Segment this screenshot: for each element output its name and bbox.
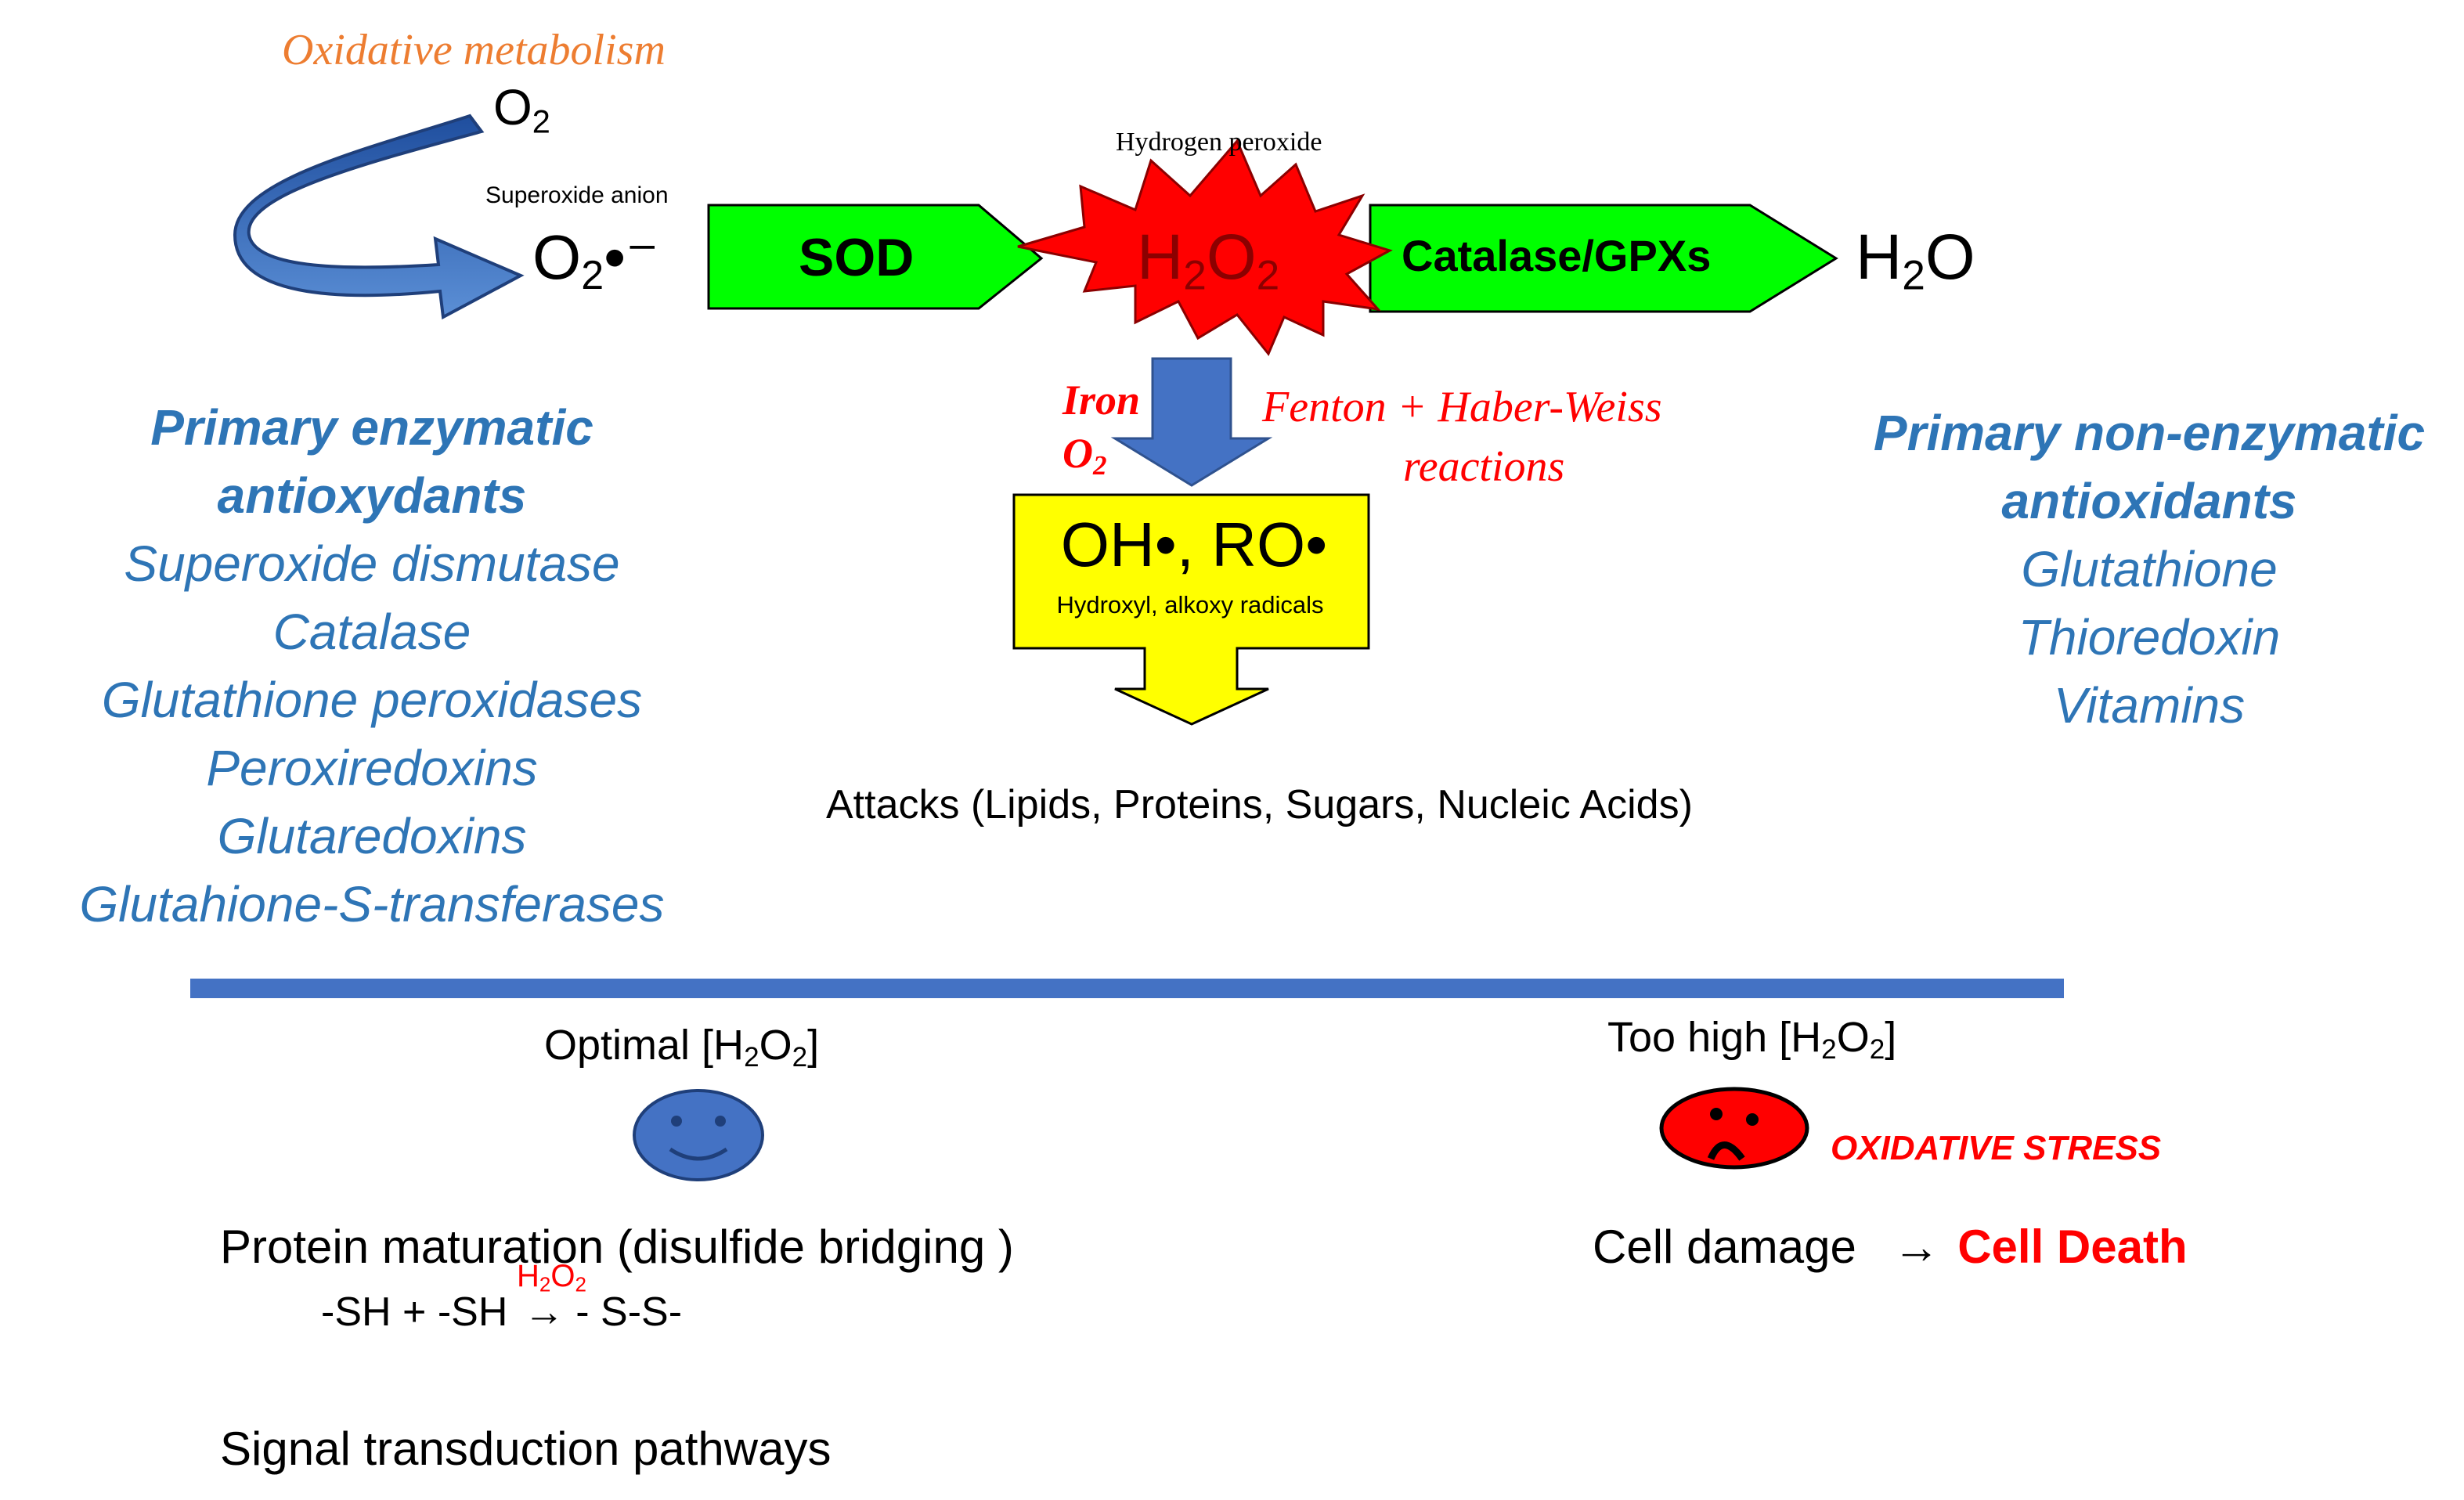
catalase-arrow-shape — [1369, 204, 1838, 313]
sod-arrow-shape — [707, 204, 1044, 310]
sad-face-icon — [1659, 1087, 1809, 1170]
list-item: Peroxiredoxins — [206, 740, 538, 796]
fenton-line2: reactions — [1403, 442, 1565, 491]
too-high-h2o2-label: Too high [H2O2] — [1607, 1014, 1897, 1065]
radicals-label: OH•, RO• — [1060, 510, 1328, 579]
h2o2-label: H2O2 — [1137, 222, 1280, 299]
o2-cofactor-label: O2 — [1062, 430, 1107, 481]
catalase-gpxs-label: Catalase/GPXs — [1402, 231, 1712, 280]
non-enzymatic-antioxidants-panel: Primary non-enzymatic antioxidants Gluta… — [1816, 399, 2464, 740]
cell-death-label: Cell Death — [1957, 1221, 2188, 1273]
h2o2-star-shape — [1017, 139, 1393, 356]
fenton-line1: Fenton + Haber-Weiss — [1262, 383, 1662, 431]
radicals-caption: Hydroxyl, alkoxy radicals — [1056, 591, 1324, 618]
enzymatic-antioxidants-panel: Primary enzymatic antioxydants Superoxid… — [23, 394, 720, 939]
o2-label: O2 — [493, 79, 550, 140]
arrow-right-icon: → — [1892, 1221, 1940, 1273]
down-arrow-blue — [1110, 357, 1273, 487]
superoxide-formula: O2•⁻ — [532, 222, 659, 298]
oxidative-stress-label: OXIDATIVE STRESS — [1831, 1129, 2162, 1167]
list-item: Vitamins — [2053, 677, 2246, 734]
enzymatic-heading-line2: antioxydants — [217, 467, 527, 524]
enzymatic-heading-line1: Primary enzymatic — [150, 399, 593, 456]
non-enzymatic-heading-line1: Primary non-enzymatic — [1873, 405, 2426, 461]
superoxide-anion-label: Superoxide anion — [485, 182, 669, 208]
list-item: Glutahione-S-transferases — [79, 876, 665, 932]
signal-transduction-label: Signal transduction pathways — [220, 1422, 832, 1475]
optimal-h2o2-label: Optimal [H2O2] — [544, 1022, 820, 1073]
reaction-arrow-icon: → — [523, 1289, 565, 1335]
h2o-label: H2O — [1856, 222, 1975, 299]
attacks-label: Attacks (Lipids, Proteins, Sugars, Nucle… — [826, 782, 1693, 828]
curved-arrow-icon — [233, 114, 525, 320]
hydrogen-peroxide-label: Hydrogen peroxide — [1116, 128, 1322, 157]
happy-face-icon — [633, 1089, 764, 1181]
reaction-catalyst-label: H2O2 — [517, 1259, 586, 1296]
cell-damage-label: Cell damage — [1593, 1221, 1856, 1273]
radicals-box-shape — [1012, 493, 1370, 726]
list-item: Superoxide dismutase — [124, 535, 620, 592]
list-item: Catalase — [272, 604, 471, 660]
protein-maturation-label: Protein maturation (disulfide bridging ) — [220, 1221, 1014, 1273]
list-item: Glutathione — [2021, 541, 2278, 597]
non-enzymatic-heading-line2: antioxidants — [2001, 473, 2297, 529]
cell-damage-row: Cell damage → Cell Death — [1593, 1220, 2188, 1274]
divider-line — [190, 979, 2064, 998]
sod-label: SOD — [799, 228, 915, 287]
disulfide-reaction: -SH + -SH → - S-S- — [321, 1289, 683, 1335]
list-item: Thioredoxin — [2018, 609, 2281, 665]
iron-label: Iron — [1062, 377, 1141, 424]
list-item: Glutathione peroxidases — [101, 672, 643, 728]
list-item: Glutaredoxins — [217, 808, 527, 864]
oxidative-metabolism-label: Oxidative metabolism — [282, 26, 666, 74]
